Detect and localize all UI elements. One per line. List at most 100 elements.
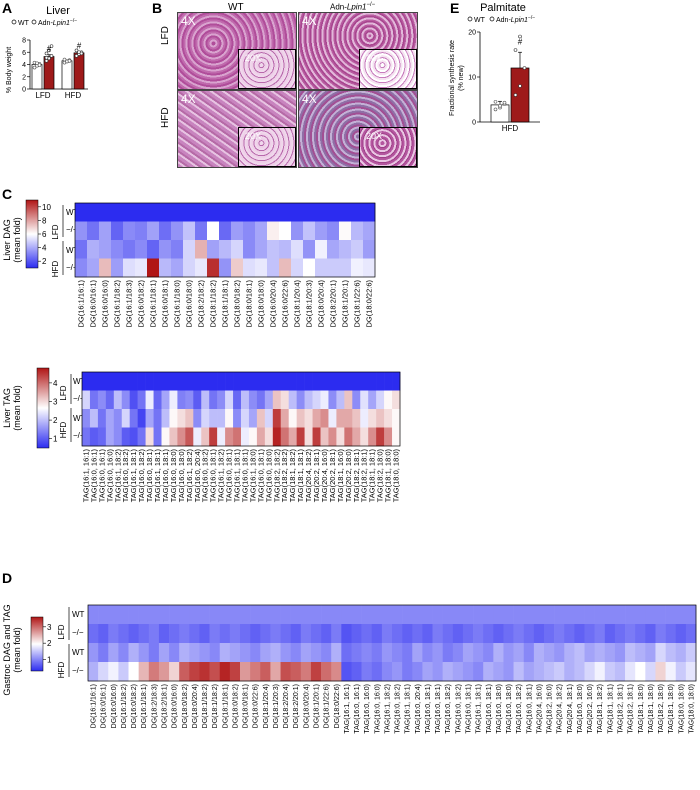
heatmap-cell	[98, 643, 109, 663]
heatmap-cell	[128, 643, 139, 663]
heatmap-cell	[99, 221, 112, 241]
heatmap-cell	[422, 662, 433, 682]
data-point	[74, 48, 79, 53]
heatmap-cell	[105, 427, 115, 447]
heatmap-cell	[240, 643, 251, 663]
column-label: TAG(16:1, 16:1)	[81, 448, 90, 502]
heatmap-cell	[336, 427, 345, 447]
heatmap-cell	[503, 624, 514, 644]
tag-colorbar	[36, 367, 50, 449]
heatmap-cell	[402, 605, 413, 625]
data-point	[518, 84, 522, 88]
heatmap-cell	[145, 372, 154, 391]
heatmap-cell	[243, 258, 256, 278]
panel-a-xtick-lfd: LFD	[35, 91, 50, 100]
heatmap-cell	[304, 409, 313, 428]
panel-e-sig: #	[518, 37, 523, 46]
column-label: TAG(16:0, 18:2)	[137, 448, 146, 502]
heatmap-cell	[87, 258, 100, 278]
column-label: TAG(20:2, 16:0)	[587, 684, 594, 734]
heatmap-cell	[361, 624, 373, 644]
heatmap-cell	[159, 258, 172, 278]
heatmap-cell	[118, 624, 129, 644]
heatmap-cell	[328, 409, 337, 428]
heatmap-cell	[422, 643, 433, 663]
heatmap-cell	[533, 643, 545, 663]
heatmap-cell	[331, 643, 342, 663]
heatmap-cell	[233, 372, 242, 391]
heatmap-cell	[158, 624, 170, 644]
column-label: DG(16:0/20:4)	[269, 280, 278, 328]
heatmap-cell	[392, 427, 401, 447]
column-label: TAG(16:0, 18:2)	[395, 684, 402, 734]
heatmap-cell	[503, 662, 514, 682]
heatmap-cell	[452, 624, 464, 644]
heatmap-cell	[315, 258, 328, 278]
heatmap-cell	[304, 390, 313, 410]
heatmap-cell	[98, 662, 109, 682]
heatmap-cell	[614, 662, 626, 682]
legend-e-wt-label: WT	[474, 17, 486, 24]
panel-d-heatmap: Gastroc DAG and TAG (mean fold) 321 LFD …	[2, 604, 697, 734]
panel-e-ylabel-1: Fractional synthesis rate	[449, 40, 456, 116]
heatmap-cell	[138, 643, 150, 663]
heatmap-cell	[159, 240, 172, 259]
heatmap-cell	[371, 605, 383, 625]
heatmap-cell	[280, 409, 289, 428]
column-label: TAG(18:2, 18:2)	[280, 448, 289, 502]
heatmap-cell	[665, 624, 677, 644]
heatmap-cell	[82, 427, 91, 447]
heatmap-cell	[267, 203, 280, 222]
column-label: DG(18:0/20:4)	[317, 280, 326, 328]
heatmap-cell	[320, 409, 329, 428]
heatmap-cell	[256, 409, 266, 428]
column-label: DG(18:1/18:1)	[221, 280, 230, 328]
heatmap-cell	[248, 390, 258, 410]
panel-a-ylabel: % Body weight	[6, 47, 13, 93]
column-label: DG(18:0/20:4)	[303, 684, 310, 728]
dag-colorbar-label: Liver DAG	[2, 219, 12, 261]
heatmap-cell	[361, 662, 373, 682]
d-row-hfd-wt: WT	[72, 648, 85, 657]
heatmap-cell	[351, 643, 362, 663]
panel-d-letter: D	[2, 570, 13, 586]
column-label: DG(18:1/22:6)	[324, 684, 331, 728]
heatmap-cell	[138, 624, 150, 644]
heatmap-cell	[255, 221, 268, 241]
column-label: TAG(16:0, 18:1)	[486, 684, 493, 734]
d-row-lfd: LFD	[57, 624, 66, 639]
dag-row-hfd-wt: WT	[66, 246, 79, 255]
heatmap-cell	[412, 605, 423, 625]
heatmap-frame	[74, 202, 376, 278]
d-colorbar-unit: (mean fold)	[12, 627, 22, 673]
heatmap-cell	[148, 643, 160, 663]
heatmap-cell	[291, 240, 304, 259]
heatmap-cell	[304, 372, 313, 391]
heatmap-cell	[177, 427, 186, 447]
heatmap-cell	[513, 605, 525, 625]
heatmap-cell	[280, 643, 291, 663]
heatmap-cell	[113, 427, 123, 447]
heatmap-cell	[105, 409, 115, 428]
heatmap-cell	[321, 624, 332, 644]
d-heatmap-cells	[87, 604, 697, 682]
data-point	[79, 51, 84, 56]
column-label: DG(18:1/20:4)	[293, 280, 302, 328]
heatmap-cell	[360, 427, 369, 447]
heatmap-cell	[267, 240, 280, 259]
heatmap-cell	[82, 372, 91, 391]
heatmap-cell	[88, 624, 99, 644]
heatmap-cell	[87, 221, 100, 241]
heatmap-cell	[241, 372, 250, 391]
column-label: TAG(16:0, 18:1)	[145, 448, 154, 502]
tag-colorbar-unit: (mean fold)	[12, 385, 22, 431]
heatmap-cell	[280, 662, 291, 682]
heatmap-cell	[452, 662, 464, 682]
heatmap-cell	[145, 427, 154, 447]
data-point	[493, 99, 498, 104]
heatmap-cell	[280, 372, 289, 391]
heatmap-cell	[256, 372, 266, 391]
column-label: TAG(16:0, 18:0)	[577, 684, 584, 734]
heatmap-frame	[81, 371, 401, 447]
heatmap-cell	[219, 258, 232, 278]
